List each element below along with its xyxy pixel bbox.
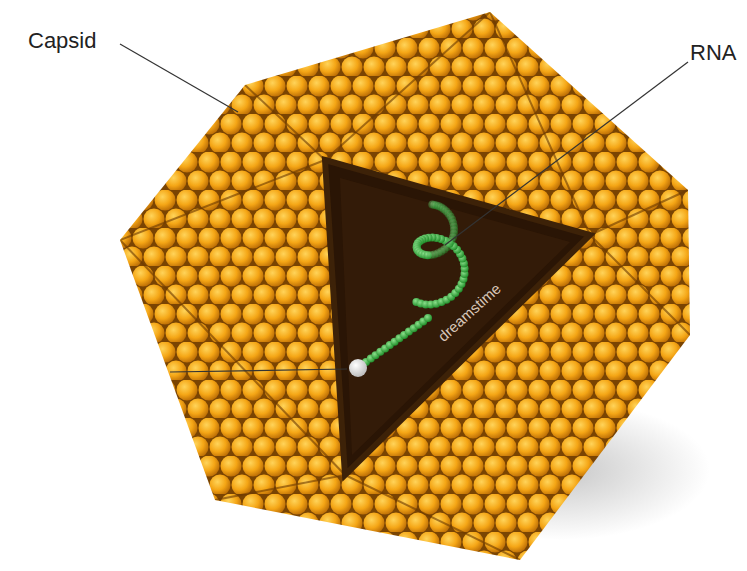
part-label: Capsid: [28, 28, 96, 54]
part-label: RNA: [690, 40, 736, 66]
rna-bead: [424, 314, 432, 322]
rna-bead: [428, 201, 436, 209]
